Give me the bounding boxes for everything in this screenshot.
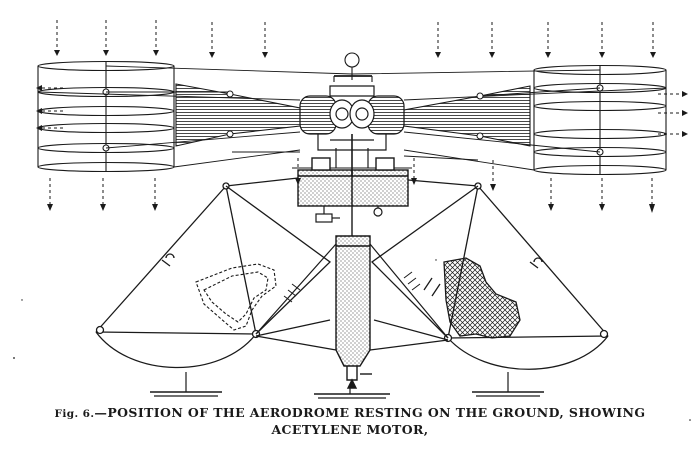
seat-right-hatched-icon: [423, 257, 521, 339]
figure-caption-line2: ACETYLENE MOTOR,: [271, 422, 429, 437]
caption-fig-prefix: Fig.: [54, 408, 79, 420]
motor-icon: [299, 85, 405, 176]
ground-support-icon: [150, 372, 544, 399]
valve-handles: [315, 206, 383, 223]
caption-fig-number: 6.: [78, 408, 95, 420]
tank-box: [297, 157, 409, 207]
figure-caption-line1: Fig. 6.—POSITION OF THE AERODROME RESTIN…: [0, 405, 700, 420]
generator-column: [335, 206, 372, 389]
struts: [255, 243, 449, 351]
float-left-icon: [95, 177, 332, 369]
float-right-icon: [370, 179, 609, 370]
air-flow-arrows-top: [56, 20, 654, 52]
air-flow-arrows-bottom: [49, 158, 653, 204]
caption-line1-text: —POSITION OF THE AERODROME RESTING ON TH…: [94, 405, 646, 420]
top-knob: [333, 52, 373, 82]
air-flow-arrowheads-top: [54, 50, 656, 58]
seat-left-outline-icon: [195, 263, 277, 331]
propeller-right-icon: [533, 64, 667, 176]
propeller-left-icon: [37, 60, 175, 173]
margin-specks: [13, 259, 691, 421]
air-flow-arrows-left: [42, 87, 682, 135]
sail-right-icon: [403, 85, 531, 147]
strut-rungs: [283, 271, 421, 303]
